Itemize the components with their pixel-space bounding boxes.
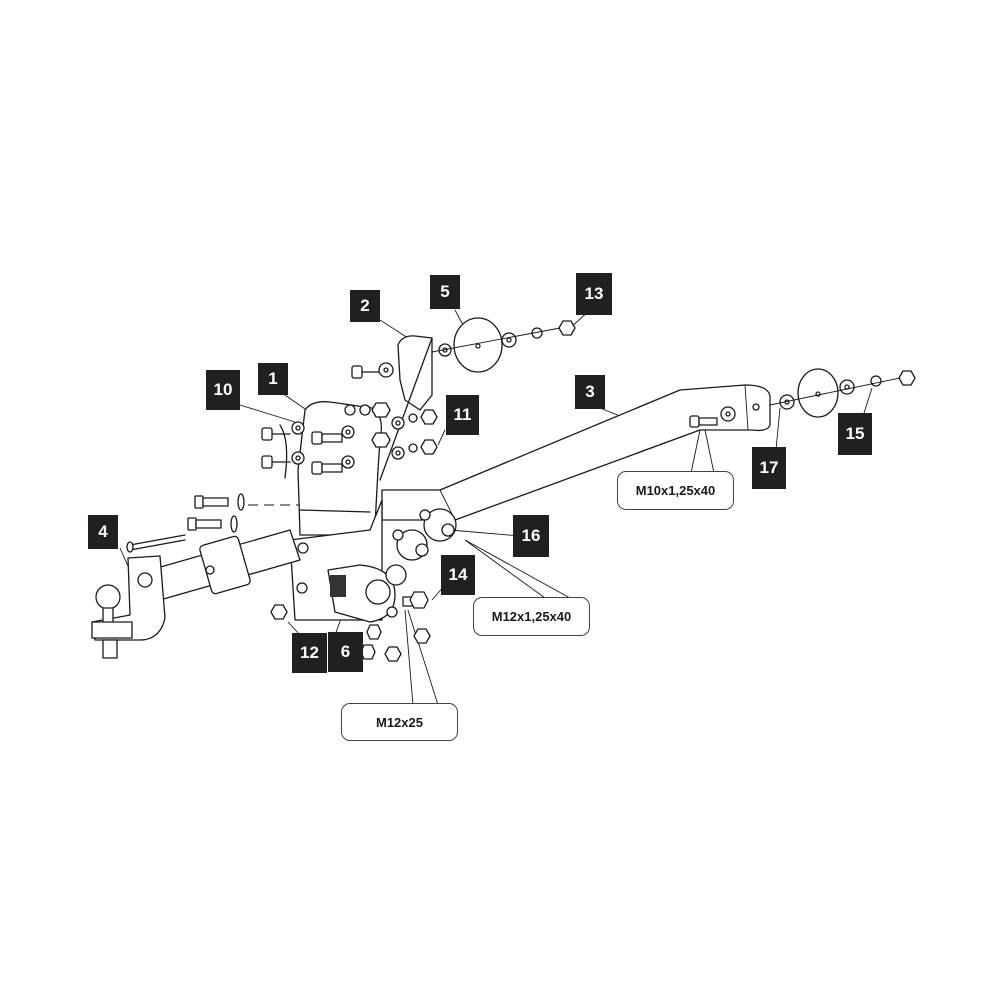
part-tag-3: 3 — [575, 375, 605, 409]
part-tag-5: 5 — [430, 275, 460, 309]
plate-part-2 — [379, 335, 433, 481]
receiver-tube — [126, 529, 301, 601]
fasteners — [187, 317, 916, 662]
bolt-callout-m10: M10x1,25x40 — [617, 471, 734, 510]
leader-lines — [119, 309, 873, 706]
side-arm-part-3 — [381, 384, 771, 521]
part-tag-17: 17 — [752, 447, 786, 489]
part-tag-1: 1 — [258, 363, 288, 395]
part-tag-4: 4 — [88, 515, 118, 549]
part-tag-12: 12 — [292, 633, 327, 673]
part-tag-11: 11 — [446, 395, 479, 435]
part-tag-16: 16 — [513, 515, 549, 557]
ball-mount-part-4 — [91, 555, 166, 659]
part-tag-6: 6 — [328, 632, 363, 672]
part-tag-13: 13 — [576, 273, 612, 315]
socket-plate-part-6 — [327, 564, 396, 623]
bolt-callout-m12-40: M12x1,25x40 — [473, 597, 590, 636]
part-tag-10: 10 — [206, 370, 240, 410]
part-tag-14: 14 — [441, 555, 475, 595]
part-tag-15: 15 — [838, 413, 872, 455]
part-tag-2: 2 — [350, 290, 380, 322]
bolt-callout-m12-25: M12x25 — [341, 703, 458, 741]
